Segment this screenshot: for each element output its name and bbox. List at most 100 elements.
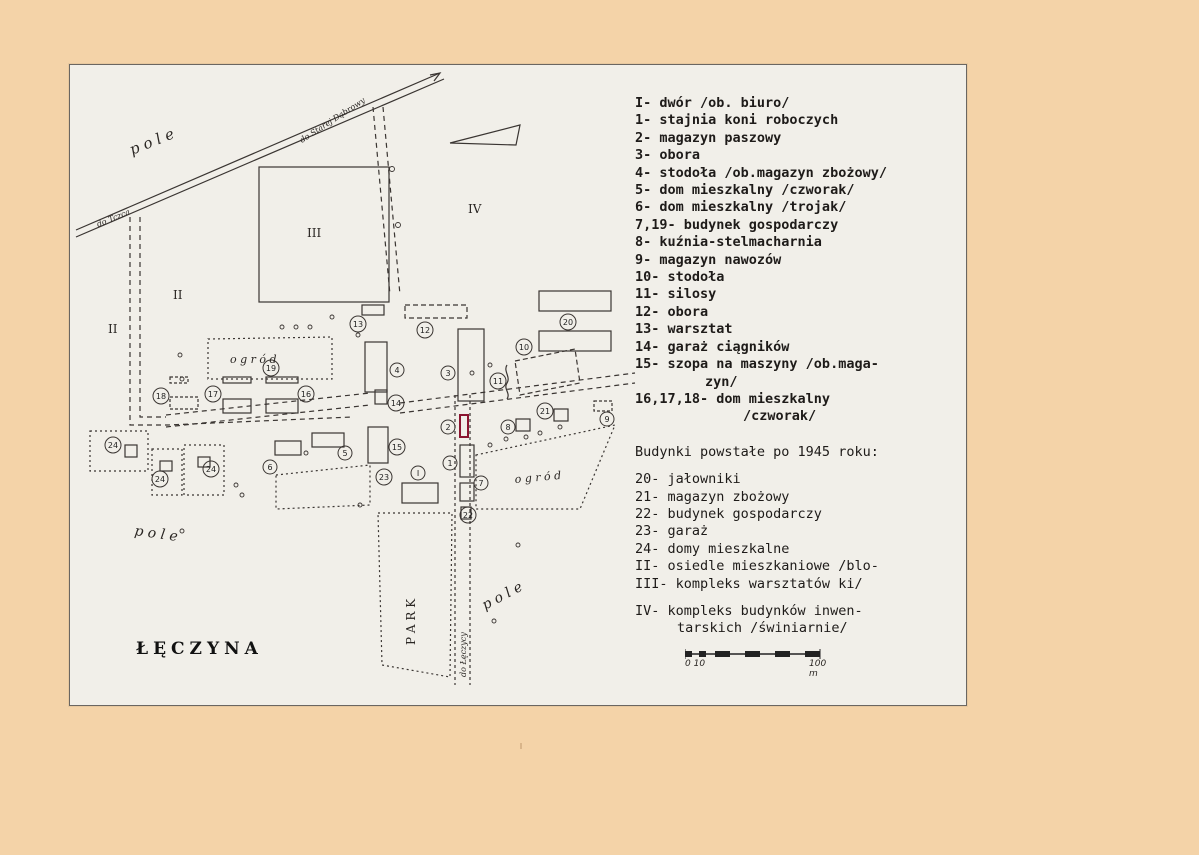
label-road-left: do Tczca [95,207,131,229]
svg-text:4: 4 [394,366,399,375]
legend-item: 20- jałowniki [635,471,741,488]
svg-text:5: 5 [342,449,347,458]
marker-13: 13 [349,315,367,333]
legend-item: 7,19- budynek gospodarczy [635,216,839,233]
zone-IV: IV [468,202,482,216]
label-ogrod-left: o g r ó d [230,353,277,366]
label-pole-top: p o l e [127,125,177,159]
marker-3: 3 [440,365,456,381]
svg-text:12: 12 [420,326,430,335]
marker-22: 22 [459,506,477,524]
marker-6: 6 [262,459,278,475]
scale-bar: 0 10 100 m [684,647,827,679]
marker-4: 4 [389,362,405,378]
svg-text:24: 24 [206,465,216,474]
legend-item: III- kompleks warsztatów ki/ [635,575,863,592]
svg-text:20: 20 [563,318,573,327]
marker-20: 20 [559,313,577,331]
svg-text:18: 18 [156,392,166,401]
legend-item-continuation: /czworak/ [743,408,817,425]
marker-23: 23 [375,468,393,486]
zone-II-a: II [173,288,183,302]
svg-text:23: 23 [379,473,389,482]
svg-text:22: 22 [463,511,473,520]
estate-plan: I 1 2 3 4 5 6 7 8 9 10 11 12 13 14 15 16… [75,72,636,685]
legend-item: II- osiedle mieszkaniowe /blo- [635,558,879,575]
marker-9: 9 [599,411,615,427]
marker-24c: 24 [202,460,220,478]
legend-item: 21- magazyn zbożowy [635,488,790,505]
svg-text:15: 15 [392,443,402,452]
zone-III: III [307,226,321,240]
legend-item: 6- dom mieszkalny /trojak/ [635,199,847,216]
scale-label-left: 0 10 [685,659,706,669]
svg-text:21: 21 [540,407,550,416]
marker-18: 18 [152,387,170,405]
marker-1: 1 [442,455,458,471]
svg-text:11: 11 [493,377,503,386]
legend-item: 22- budynek gospodarczy [635,505,822,522]
label-ogrod-right: o g r ó d [514,469,562,486]
label-road-lower: do Łęczycy [459,632,468,677]
marker-10: 10 [515,338,533,356]
marker-label: I [417,469,419,478]
zone-II-b: II [108,322,118,336]
legend-item: IV- kompleks budynków inwen- [635,602,863,619]
legend-item: 23- garaż [635,523,709,540]
marker-11: 11 [489,372,507,390]
svg-text:1: 1 [447,459,452,468]
scale-label-right: 100 m [809,659,827,679]
legend-item: I- dwór /ob. biuro/ [635,95,790,111]
svg-text:10: 10 [519,343,529,352]
marker-5: 5 [337,445,353,461]
label-pole-right: p o l e [479,579,525,614]
legend-item: 13- warsztat [635,321,733,338]
marker-I: I [410,465,426,481]
marker-2: 2 [440,419,456,435]
marker-24a: 24 [104,436,122,454]
map-title: ŁĘCZYNA [136,639,263,659]
marker-12: 12 [416,321,434,339]
legend-item: 1- stajnia koni roboczych [635,112,839,129]
paper-speck [520,743,522,749]
legend-item: 9- magazyn nawozów [635,251,782,268]
svg-text:24: 24 [108,441,118,450]
legend-item: 14- garaż ciągników [635,338,790,355]
svg-text:7: 7 [478,479,483,488]
marker-24b: 24 [151,470,169,488]
legend-item: 16,17,18- dom mieszkalny [635,390,831,407]
marker-8: 8 [500,419,516,435]
svg-text:13: 13 [353,320,363,329]
legend-item: 15- szopa na maszyny /ob.maga- [635,356,879,373]
marker-21: 21 [536,402,554,420]
legend-item: 11- silosy [635,286,717,303]
label-road-upper: do Starej Dąbrowy [298,96,367,145]
svg-text:19: 19 [266,364,276,373]
svg-text:16: 16 [301,390,311,399]
svg-text:17: 17 [208,390,218,399]
svg-text:9: 9 [604,415,609,424]
label-park: P A R K [404,598,418,645]
legend-item-continuation: tarskich /świniarnie/ [677,620,848,637]
map-legend: I- dwór /ob. biuro/ 1- stajnia koni robo… [635,95,965,638]
legend-item: 12- obora [635,303,709,320]
svg-text:24: 24 [155,475,165,484]
legend-item: 2- magazyn paszowy [635,129,782,146]
legend-item: 24- domy mieszkalne [635,540,790,557]
scale-bar-graphic [684,649,821,659]
svg-text:14: 14 [391,399,401,408]
svg-text:8: 8 [505,423,510,432]
legend-post-1945-title: Budynki powstałe po 1945 roku: [635,443,879,460]
label-pole-bottom: p o l e [133,523,178,545]
legend-item: 3- obora [635,147,701,164]
marker-15: 15 [388,438,406,456]
svg-text:2: 2 [445,423,450,432]
svg-text:3: 3 [445,369,450,378]
legend-item: 8- kuźnia-stelmacharnia [635,234,822,251]
legend-item: 4- stodoła /ob.magazyn zbożowy/ [635,164,887,181]
marker-19: 19 [262,359,280,377]
marker-17: 17 [204,385,222,403]
svg-text:6: 6 [267,463,272,472]
legend-item: 5- dom mieszkalny /czworak/ [635,182,855,199]
legend-item-continuation: zyn/ [705,373,738,390]
